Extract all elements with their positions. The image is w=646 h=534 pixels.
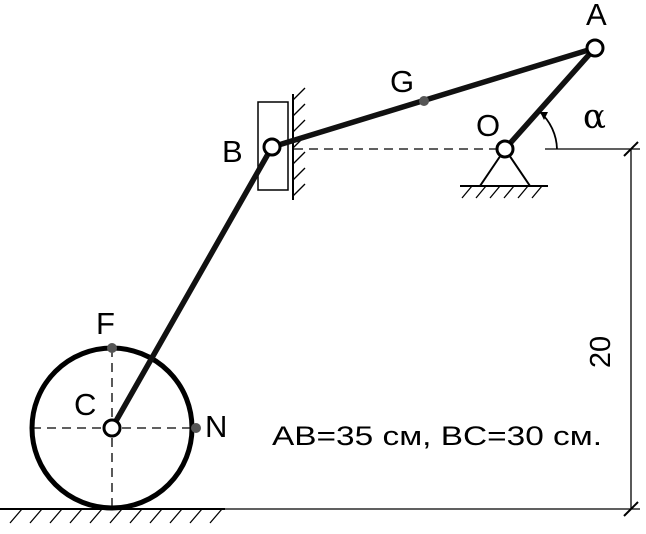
point-n — [191, 423, 201, 433]
link-ab — [269, 45, 598, 150]
label-o: O — [476, 108, 500, 143]
pivot-support-o — [460, 147, 548, 199]
dimension-line — [545, 141, 640, 517]
label-alpha: α — [583, 97, 606, 137]
joint-a — [585, 38, 605, 58]
joint-b — [262, 137, 282, 157]
label-b: B — [222, 134, 243, 169]
link-bc — [109, 144, 275, 431]
link-oa — [502, 45, 598, 152]
label-a: A — [586, 0, 607, 32]
formula-lengths: AB=35 см, BC=30 см. — [272, 421, 602, 451]
point-g — [419, 96, 429, 106]
dimension-label: 20 — [585, 336, 617, 368]
ground-bottom — [0, 508, 225, 524]
joint-c — [102, 418, 122, 438]
angle-alpha-arc — [539, 111, 558, 150]
label-n: N — [205, 409, 227, 444]
label-g: G — [390, 64, 414, 99]
point-f — [107, 343, 117, 353]
label-c: C — [74, 387, 96, 422]
label-f: F — [96, 306, 115, 341]
joint-o — [495, 139, 515, 159]
